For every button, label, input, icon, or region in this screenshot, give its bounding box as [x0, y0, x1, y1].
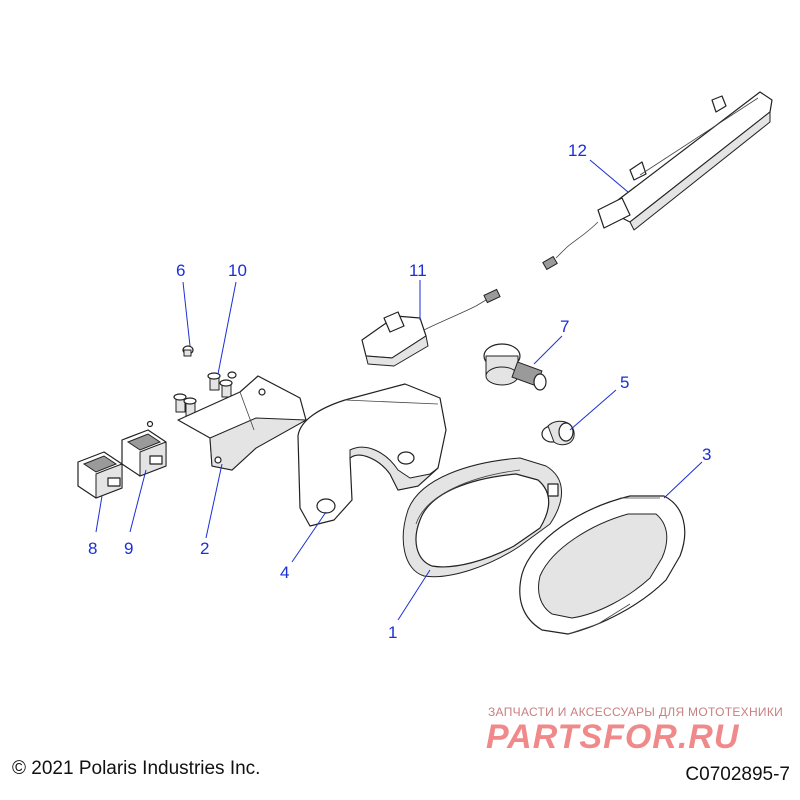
watermark-logo: PARTSFOR.RU	[486, 718, 740, 756]
callout-12: 12	[568, 141, 587, 160]
callout-4: 4	[280, 563, 289, 582]
callout-3: 3	[702, 445, 711, 464]
callout-2: 2	[200, 539, 209, 558]
part-11-sensor	[361, 288, 501, 367]
leader-1	[397, 569, 431, 621]
leader-7	[533, 335, 563, 365]
callout-1: 1	[388, 623, 397, 642]
copyright-text: © 2021 Polaris Industries Inc.	[12, 758, 261, 779]
watermark-tagline: ЗАПЧАСТИ И АКСЕССУАРЫ ДЛЯ МОТОТЕХНИКИ	[488, 705, 784, 719]
part-9-switch	[121, 420, 167, 477]
callout-8: 8	[88, 539, 97, 558]
leader-3	[663, 461, 703, 499]
part-7-ignition	[483, 343, 547, 391]
leader-2	[205, 463, 223, 539]
callout-10: 10	[228, 261, 247, 280]
part-3-bezel	[519, 495, 686, 635]
part-8-switch	[77, 451, 123, 499]
callout-7: 7	[560, 317, 569, 336]
part-1-cluster	[402, 457, 563, 578]
leader-6	[182, 281, 191, 347]
part-12-light-bar	[542, 91, 773, 271]
leader-5	[569, 389, 617, 431]
part-10-bolts	[173, 371, 237, 417]
part-6-screw	[182, 345, 194, 357]
leader-lines	[95, 159, 703, 621]
leader-4	[291, 511, 327, 563]
leader-10	[217, 281, 237, 375]
leader-12	[589, 159, 629, 193]
leader-9	[129, 469, 147, 533]
callout-6: 6	[176, 261, 185, 280]
diagram-id: C0702895-7	[685, 764, 790, 785]
callout-9: 9	[124, 539, 133, 558]
callouts: 12 11 6 10 7 5 3 2 9 8 4 1	[88, 141, 711, 642]
part-5-knob	[541, 420, 575, 446]
part-4-rear-housing	[297, 383, 447, 527]
leader-8	[95, 495, 103, 533]
callout-5: 5	[620, 373, 629, 392]
part-2-bracket	[177, 375, 307, 471]
callout-11: 11	[409, 261, 427, 280]
